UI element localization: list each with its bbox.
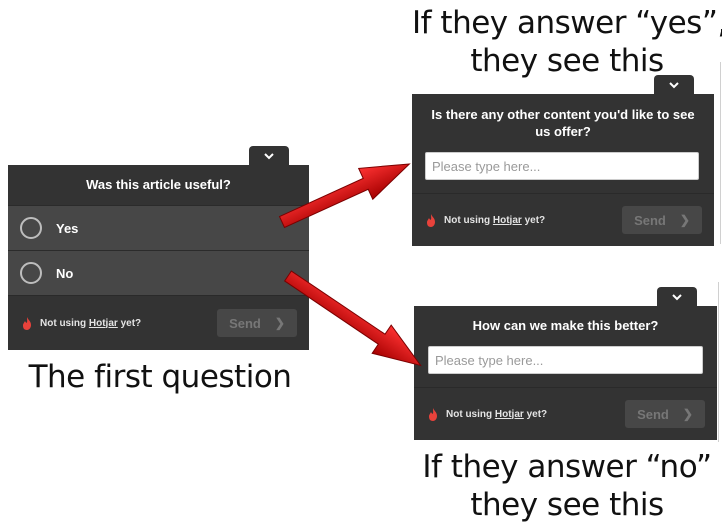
caption-yes-line2: they see this [470, 43, 664, 79]
yes-followup-widget: Is there any other content you'd like to… [412, 75, 714, 246]
no-followup-widget: How can we make this better? Not using H… [414, 287, 717, 440]
option-yes-label: Yes [56, 220, 79, 236]
caption-no-line2: they see this [470, 487, 664, 523]
send-label: Send [229, 315, 261, 331]
caption-yes-line1: If they answer “yes”, [412, 5, 722, 41]
flame-icon [427, 213, 435, 227]
send-button[interactable]: Send ❯ [625, 400, 705, 428]
promo-suffix: yet? [523, 408, 548, 420]
hotjar-promo: Not using Hotjar yet? [444, 215, 545, 226]
feedback-input[interactable] [425, 152, 699, 180]
send-button[interactable]: Send ❯ [622, 206, 702, 234]
question-text: Was this article useful? [86, 177, 231, 192]
option-yes[interactable]: Yes [8, 205, 309, 250]
caption-no: If they answer “no” they see this [412, 448, 722, 524]
flame-icon [429, 407, 437, 421]
question-text: How can we make this better? [472, 318, 659, 333]
widget-footer: Not using Hotjar yet? Send ❯ [412, 193, 714, 246]
send-button[interactable]: Send ❯ [217, 309, 297, 337]
widget-footer: Not using Hotjar yet? Send ❯ [414, 387, 717, 440]
chevron-right-icon: ❯ [274, 316, 285, 330]
chevron-down-icon [669, 81, 679, 88]
feedback-input[interactable] [428, 346, 703, 374]
chevron-right-icon: ❯ [682, 407, 693, 421]
hotjar-link[interactable]: Hotjar [88, 317, 118, 329]
send-label: Send [637, 406, 669, 422]
collapse-tab[interactable] [654, 75, 694, 95]
chevron-down-icon [672, 293, 682, 300]
hotjar-promo: Not using Hotjar yet? [40, 318, 141, 329]
promo-prefix: Not using [40, 317, 89, 329]
first-question-widget: Was this article useful? Yes No Not usin… [8, 146, 309, 350]
hotjar-link[interactable]: Hotjar [492, 214, 522, 226]
flame-icon [23, 316, 31, 330]
radio-no[interactable] [20, 262, 42, 284]
radio-yes[interactable] [20, 217, 42, 239]
caption-first: The first question [28, 359, 292, 395]
question-text: Is there any other content you'd like to… [431, 107, 695, 139]
hotjar-promo: Not using Hotjar yet? [446, 409, 547, 420]
caption-no-line1: If they answer “no” [422, 449, 712, 485]
promo-suffix: yet? [521, 214, 546, 226]
divider [720, 62, 721, 244]
divider [718, 282, 719, 442]
collapse-tab[interactable] [657, 287, 697, 307]
answer-options: Yes No [8, 205, 309, 295]
collapse-tab[interactable] [249, 146, 289, 166]
hotjar-link[interactable]: Hotjar [494, 408, 524, 420]
option-no[interactable]: No [8, 250, 309, 295]
chevron-down-icon [264, 152, 274, 159]
send-label: Send [634, 212, 666, 228]
chevron-right-icon: ❯ [679, 213, 690, 227]
promo-suffix: yet? [117, 317, 142, 329]
option-no-label: No [56, 265, 74, 281]
promo-prefix: Not using [444, 214, 493, 226]
promo-prefix: Not using [446, 408, 495, 420]
widget-footer: Not using Hotjar yet? Send ❯ [8, 295, 309, 350]
caption-yes: If they answer “yes”, they see this [412, 4, 722, 80]
